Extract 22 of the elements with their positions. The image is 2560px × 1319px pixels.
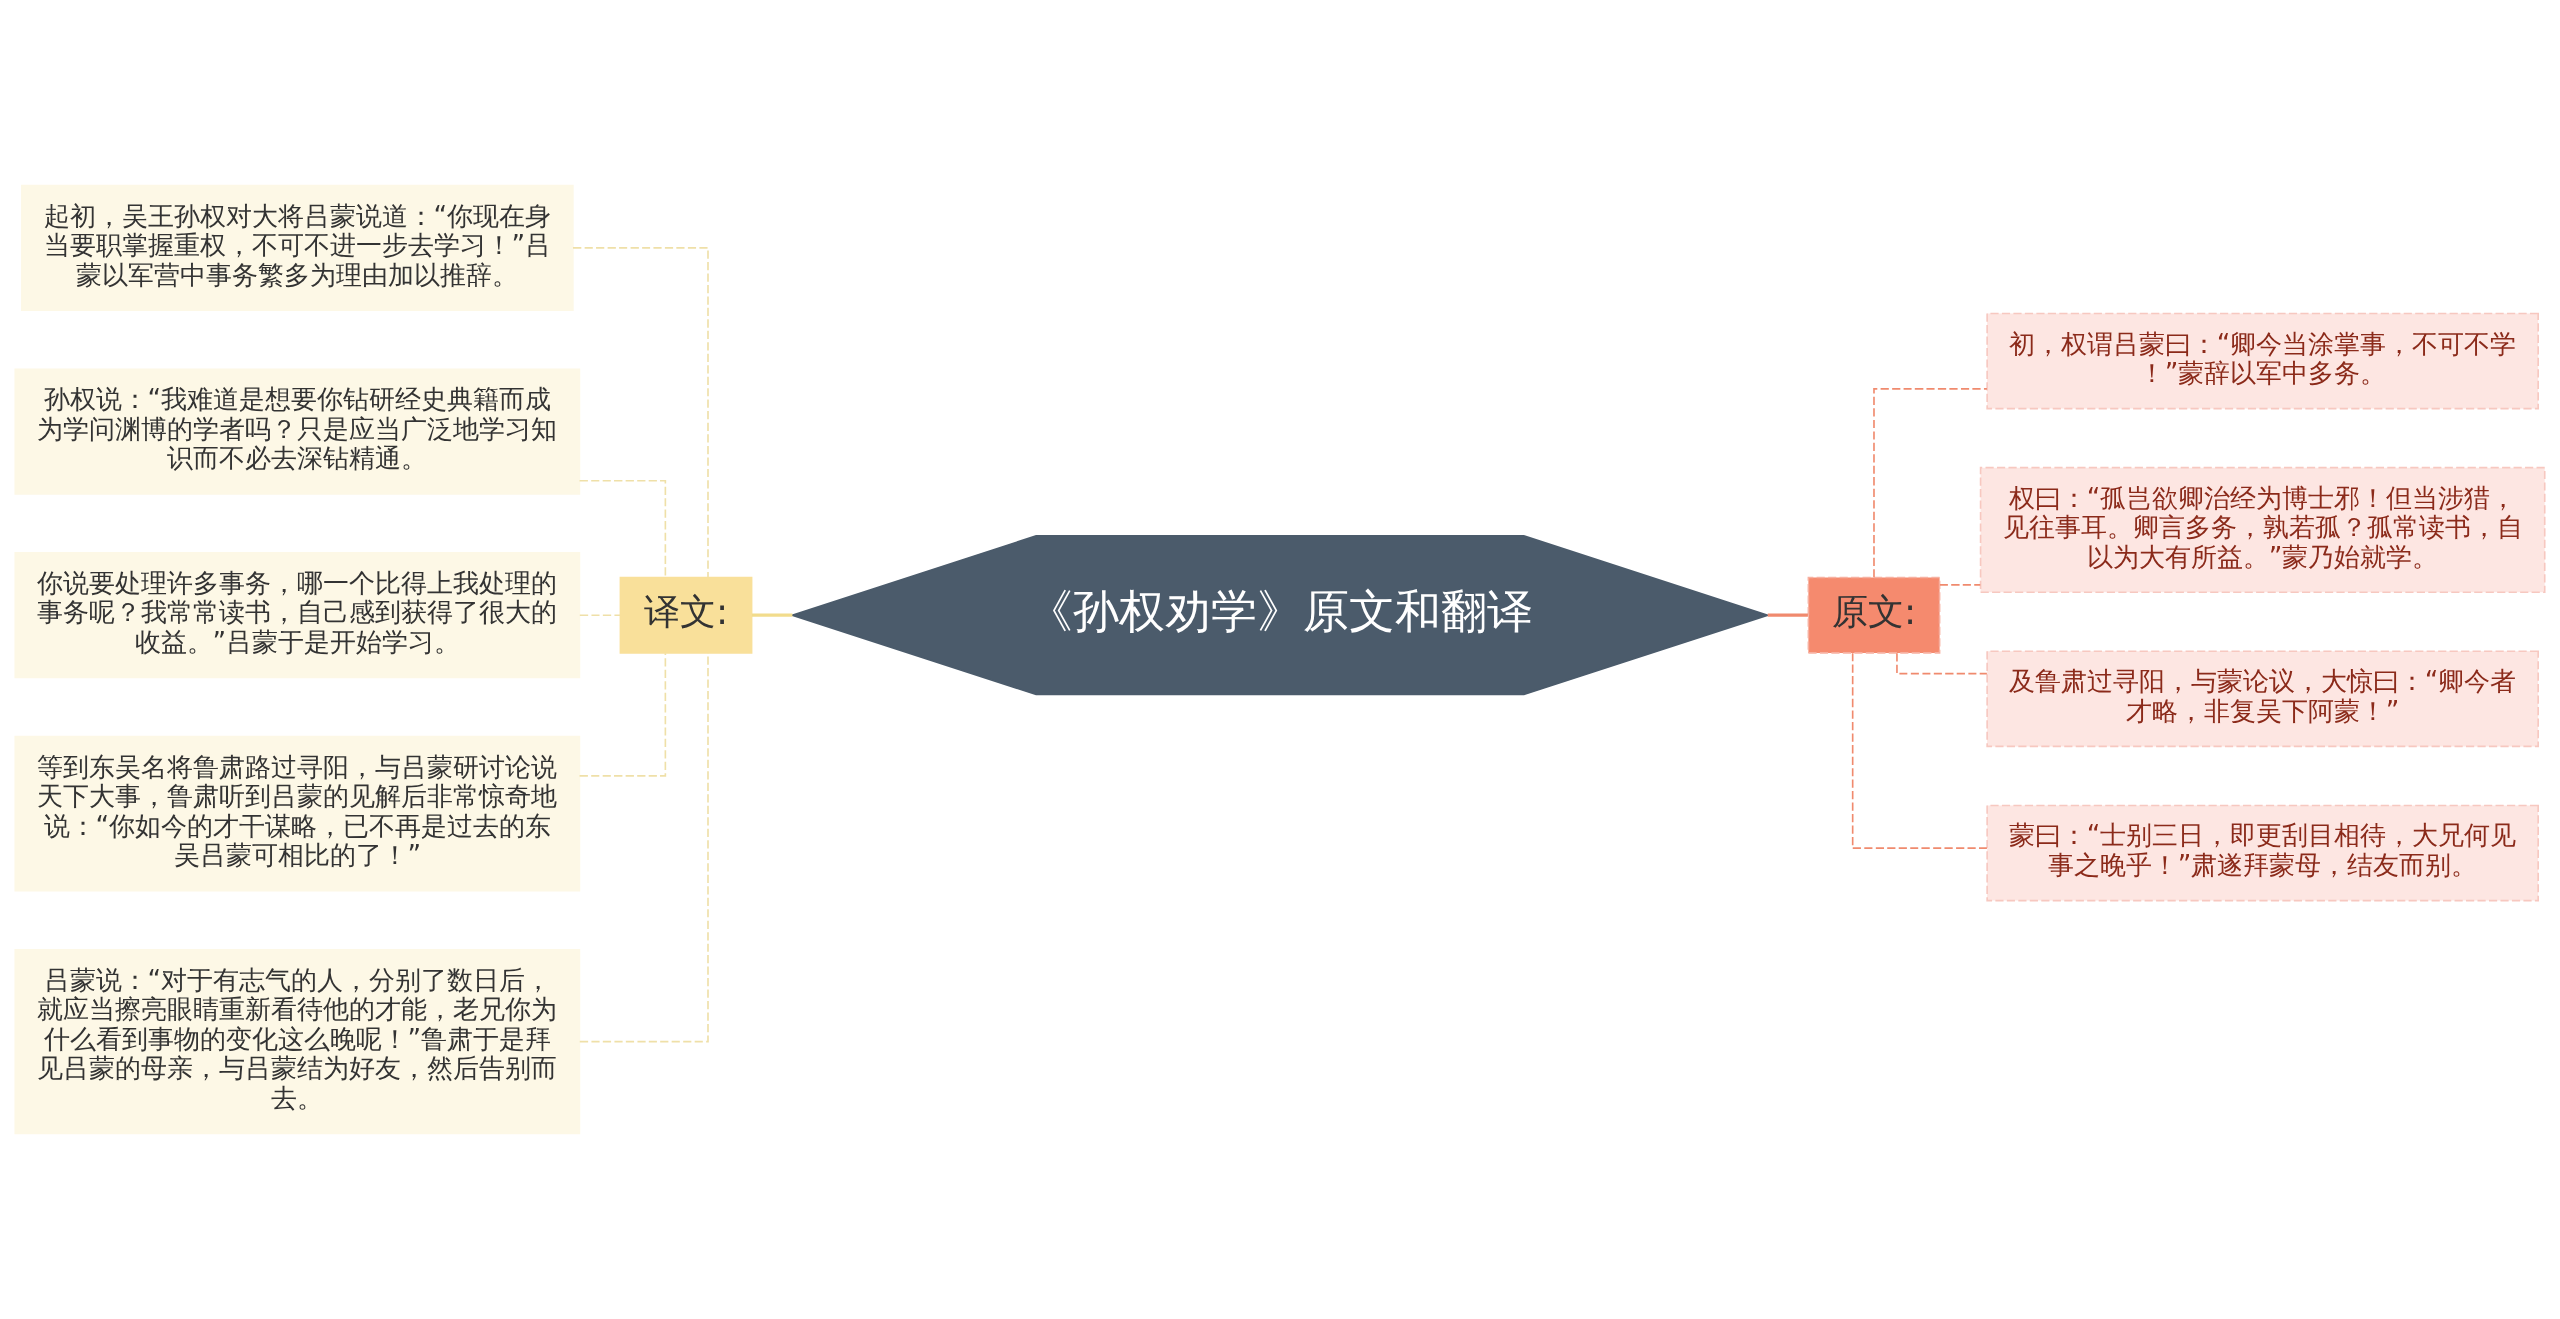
node-box: 初，权谓吕蒙曰：“卿今当涂掌事，不可不学！”蒙辞以军中多务。 bbox=[1986, 312, 2539, 410]
node-box: 孙权说：“我难道是想要你钻研经史典籍而成为学问渊博的学者吗？只是应当广泛地学习知识而不必去深钻精通。 bbox=[14, 368, 581, 495]
connector bbox=[578, 652, 709, 1043]
connector bbox=[579, 614, 621, 617]
connector bbox=[1767, 613, 1808, 617]
node-box: 蒙曰：“士别三日，即更刮目相待，大兄何见事之晚乎！”肃遂拜蒙母，结友而别。 bbox=[1986, 804, 2539, 902]
node-box: 原文: bbox=[1807, 576, 1941, 654]
node-box: 译文: bbox=[619, 576, 753, 654]
connector bbox=[751, 613, 793, 617]
node-box: 等到东吴名将鲁肃路过寻阳，与吕蒙研讨论说天下大事，鲁肃听到吕蒙的见解后非常惊奇地说：“你如今的才干谋略，已不再是过去的东吴吕蒙可相比的了！” bbox=[14, 735, 581, 892]
connector bbox=[1873, 388, 1988, 579]
connector bbox=[1939, 584, 1982, 586]
node-box: 起初，吴王孙权对大将吕蒙说道：“你现在身当要职掌握重权，不可不进一步去学习！”吕蒙以军营中事务繁多为理由加以推辞。 bbox=[21, 184, 574, 311]
node-box: 你说要处理许多事务，哪一个比得上我处理的事务呢？我常常读书，自己感到获得了很大的收益。”吕蒙于是开始学习。 bbox=[14, 552, 581, 679]
node-box: 吕蒙说：“对于有志气的人，分别了数日后，就应当擦亮眼睛重新看待他的才能，老兄你为什么看到事物的变化这么晚呢！”鲁肃于是拜见吕蒙的母亲，与吕蒙结为好友，然后告别而去。 bbox=[14, 948, 581, 1135]
node-box: 权曰：“孤岂欲卿治经为博士邪！但当涉猎，见往事耳。卿言多务，孰若孤？孤常读书，自以为大有所益。”蒙乃始就学。 bbox=[1979, 466, 2546, 594]
connector bbox=[578, 652, 667, 777]
node-box: 及鲁肃过寻阳，与蒙论议，大惊曰：“卿今者才略，非复吴下阿蒙！” bbox=[1986, 650, 2539, 748]
connector bbox=[1851, 652, 1988, 849]
connector bbox=[572, 247, 709, 579]
connector bbox=[1896, 652, 1988, 675]
connector bbox=[578, 479, 667, 578]
